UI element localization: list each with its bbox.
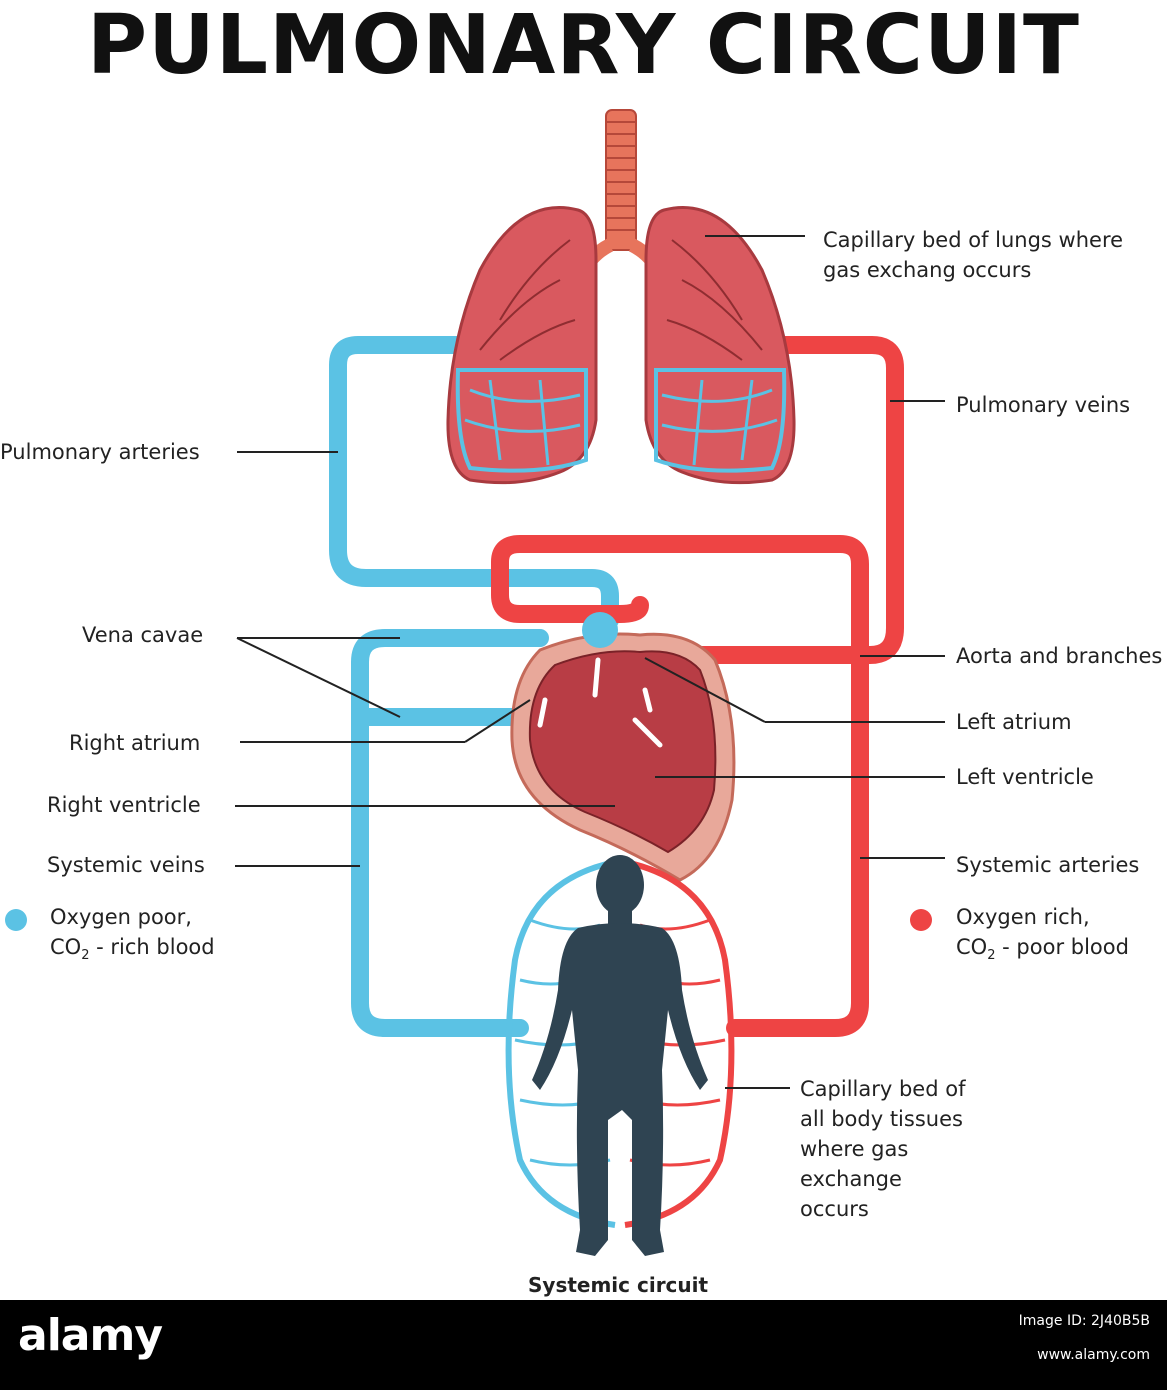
label-vena-cavae: Vena cavae (82, 623, 204, 647)
legend-oxygen-poor-line2: CO2 - rich blood (50, 932, 215, 971)
right-lung (644, 206, 796, 485)
label-left-atrium: Left atrium (956, 710, 1072, 734)
circulation-diagram (235, 109, 945, 1256)
label-capillary-body: Capillary bed of all body tissues where … (800, 1077, 966, 1221)
label-systemic-veins: Systemic veins (47, 853, 205, 877)
alamy-logo: alamy (18, 1310, 163, 1361)
label-pulmonary-veins: Pulmonary veins (956, 393, 1131, 417)
legend-poor-co: CO (50, 935, 82, 959)
watermark-url: www.alamy.com (1037, 1347, 1150, 1363)
legend-oxygen-rich-line1: Oxygen rich, (956, 905, 1090, 929)
legend-poor-sub: 2 (81, 948, 90, 964)
label-pulmonary-arteries: Pulmonary arteries (0, 440, 200, 464)
leader-lines (235, 235, 945, 1089)
label-left-ventricle: Left ventricle (956, 765, 1094, 789)
legend-poor-rest: - rich blood (89, 935, 215, 959)
legend-rich-sub: 2 (987, 948, 996, 964)
legend-oxygen-poor-line1: Oxygen poor, (50, 905, 192, 929)
legend-rich-rest: - poor blood (995, 935, 1129, 959)
page-title: PULMONARY CIRCUIT (87, 0, 1080, 93)
watermark-bar: alamy Image ID: 2J40B5B www.alamy.com (0, 1300, 1167, 1390)
heart (510, 612, 736, 882)
label-right-atrium: Right atrium (69, 731, 201, 755)
label-capillary-lungs: Capillary bed of lungs where gas exchang… (823, 228, 1124, 282)
red-vessels (491, 336, 904, 1037)
label-aorta: Aorta and branches (956, 644, 1163, 668)
label-right-ventricle: Right ventricle (47, 793, 201, 817)
oxygen-poor-dot (5, 909, 27, 931)
legend-rich-co: CO (956, 935, 988, 959)
left-lung (446, 206, 598, 485)
body-capillaries (505, 859, 735, 1228)
blue-vessels (329, 336, 619, 1037)
human-body (532, 855, 708, 1256)
image-id: Image ID: 2J40B5B (1018, 1313, 1150, 1329)
label-systemic-circuit: Systemic circuit (528, 1273, 709, 1297)
oxygen-rich-dot (910, 909, 932, 931)
label-systemic-arteries: Systemic arteries (956, 853, 1140, 877)
legend-oxygen-rich-line2: CO2 - poor blood (956, 932, 1129, 971)
